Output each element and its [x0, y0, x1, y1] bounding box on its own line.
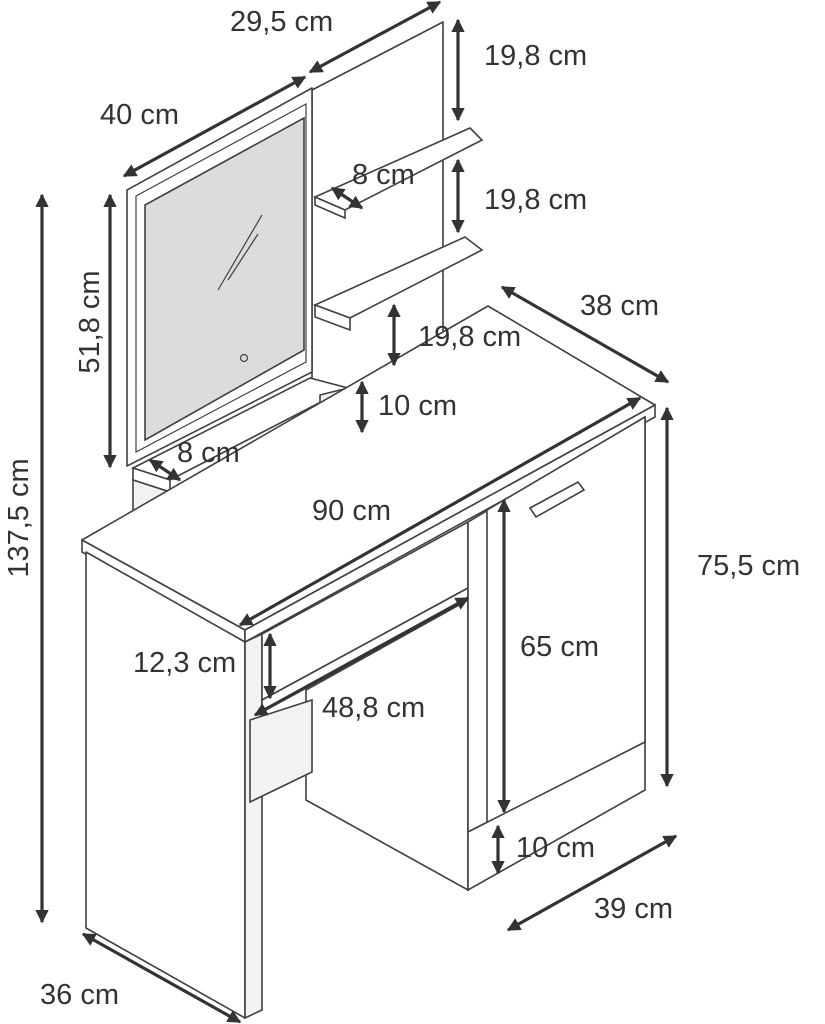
label-cabinet-depth: 39 cm [594, 893, 673, 925]
label-middle-shelf-gap: 19,8 cm [484, 184, 587, 216]
label-total-height: 137,5 cm [3, 458, 35, 577]
label-table-height: 75,5 cm [697, 550, 800, 582]
label-shelf-board-width: 29,5 cm [230, 6, 333, 38]
label-base-height: 10 cm [378, 390, 457, 422]
label-lower-shelf-gap: 19,8 cm [418, 321, 521, 353]
label-shelf-depth-lower: 8 cm [177, 437, 240, 469]
shelf-middle-front [314, 303, 351, 332]
label-door-height: 65 cm [520, 631, 599, 663]
dimension-labels: 29,5 cm 40 cm 19,8 cm 8 cm 19,8 cm 19,8 … [3, 6, 800, 1011]
label-shelf-depth-upper: 8 cm [352, 159, 415, 191]
dimension-arrows [35, 0, 678, 1024]
arrow-mirror-width [122, 75, 307, 178]
label-drawer-height: 12,3 cm [133, 647, 236, 679]
label-desk-width: 90 cm [312, 495, 391, 527]
label-side-depth: 36 cm [40, 979, 119, 1011]
arrow-desk-depth [500, 285, 670, 384]
mirror-reflection-1 [217, 214, 263, 291]
label-upper-shelf-gap: 19,8 cm [484, 40, 587, 72]
arrow-shelf-depth-upper [330, 186, 364, 210]
label-mirror-width: 40 cm [100, 99, 179, 131]
label-knee-width: 48,8 cm [322, 692, 425, 724]
left-panel-edge [244, 632, 263, 1020]
arrow-side-depth [81, 932, 242, 1024]
arrow-shelf-depth-lower [148, 458, 182, 482]
mirror-switch-icon [239, 353, 249, 363]
arrow-shelf-board-width [308, 0, 442, 74]
arrow-knee-width [253, 596, 470, 717]
label-plinth-height: 10 cm [516, 832, 595, 864]
label-mirror-height: 51,8 cm [74, 270, 106, 373]
arrow-desk-width [238, 396, 642, 627]
mirror-reflection-2 [227, 233, 259, 281]
label-desk-depth: 38 cm [580, 290, 659, 322]
arrow-cabinet-depth [506, 834, 678, 932]
